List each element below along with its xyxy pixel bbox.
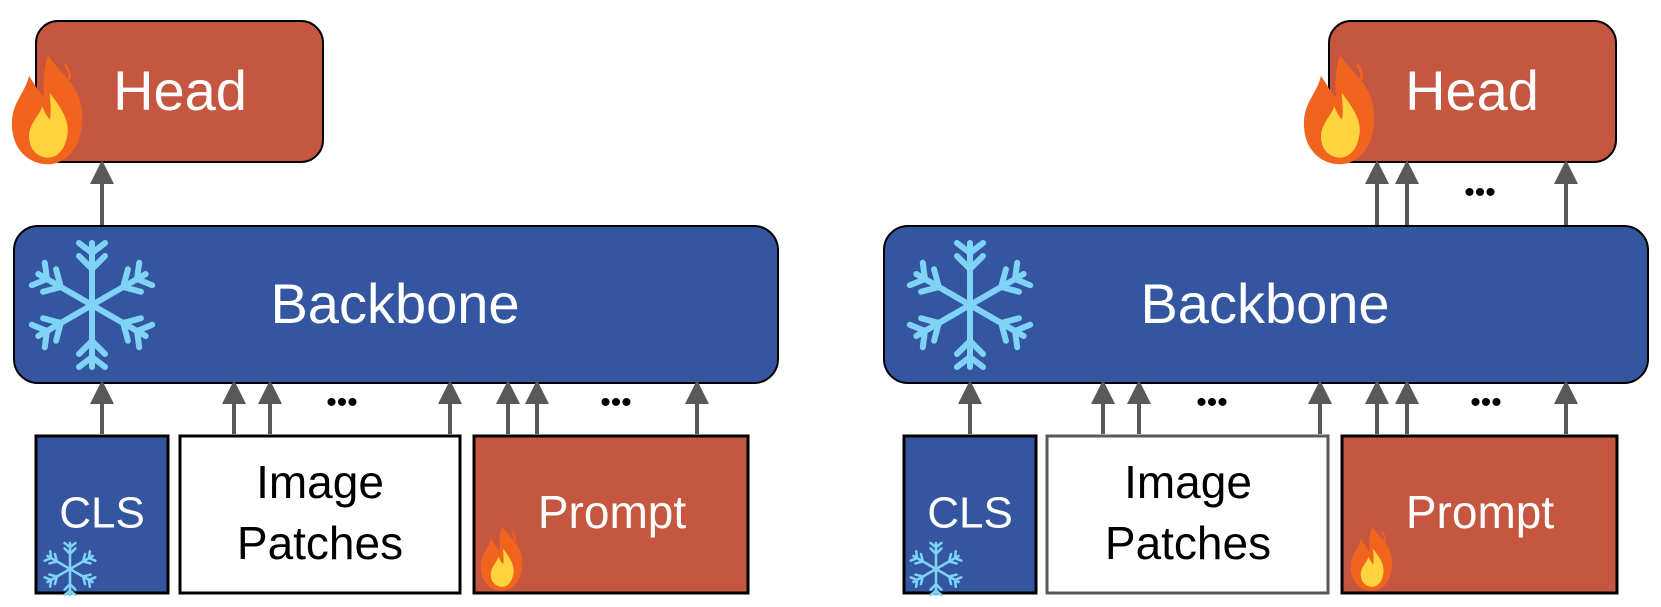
left-prompt-label: Prompt <box>538 486 686 538</box>
right-head-label: Head <box>1405 59 1539 122</box>
right-image-patches-block: Image Patches <box>1045 434 1330 595</box>
left-patches-ellipsis: ••• <box>326 386 358 419</box>
right-head-arrows <box>1365 160 1578 225</box>
right-cls-token: CLS <box>902 434 1038 595</box>
left-backbone-label: Backbone <box>270 272 519 335</box>
right-panel: Head ••• Backbone ••• ••• <box>883 20 1649 597</box>
left-cls-token: CLS <box>34 434 170 595</box>
right-backbone-block: Backbone <box>883 225 1649 384</box>
right-patches-line1: Image <box>1124 456 1252 508</box>
left-backbone-block: Backbone <box>13 225 779 384</box>
right-prompt-ellipsis: ••• <box>1470 386 1502 419</box>
left-head-block: Head <box>35 20 324 163</box>
right-patches-ellipsis: ••• <box>1196 386 1228 419</box>
left-panel: Head Backbone ••• ••• CLS <box>10 20 779 597</box>
right-prompt-label: Prompt <box>1406 486 1554 538</box>
left-prompt-ellipsis: ••• <box>600 386 632 419</box>
left-image-patches-block: Image Patches <box>178 434 462 595</box>
left-input-arrows <box>90 380 709 434</box>
left-head-label: Head <box>113 59 247 122</box>
right-backbone-label: Backbone <box>1140 272 1389 335</box>
right-input-arrows <box>958 380 1578 434</box>
right-head-block: Head <box>1328 20 1617 163</box>
left-patches-line1: Image <box>256 456 384 508</box>
left-cls-label: CLS <box>59 489 145 538</box>
right-cls-label: CLS <box>927 489 1013 538</box>
right-head-ellipsis: ••• <box>1464 176 1496 209</box>
right-patches-line2: Patches <box>1105 517 1271 569</box>
left-patches-line2: Patches <box>237 517 403 569</box>
